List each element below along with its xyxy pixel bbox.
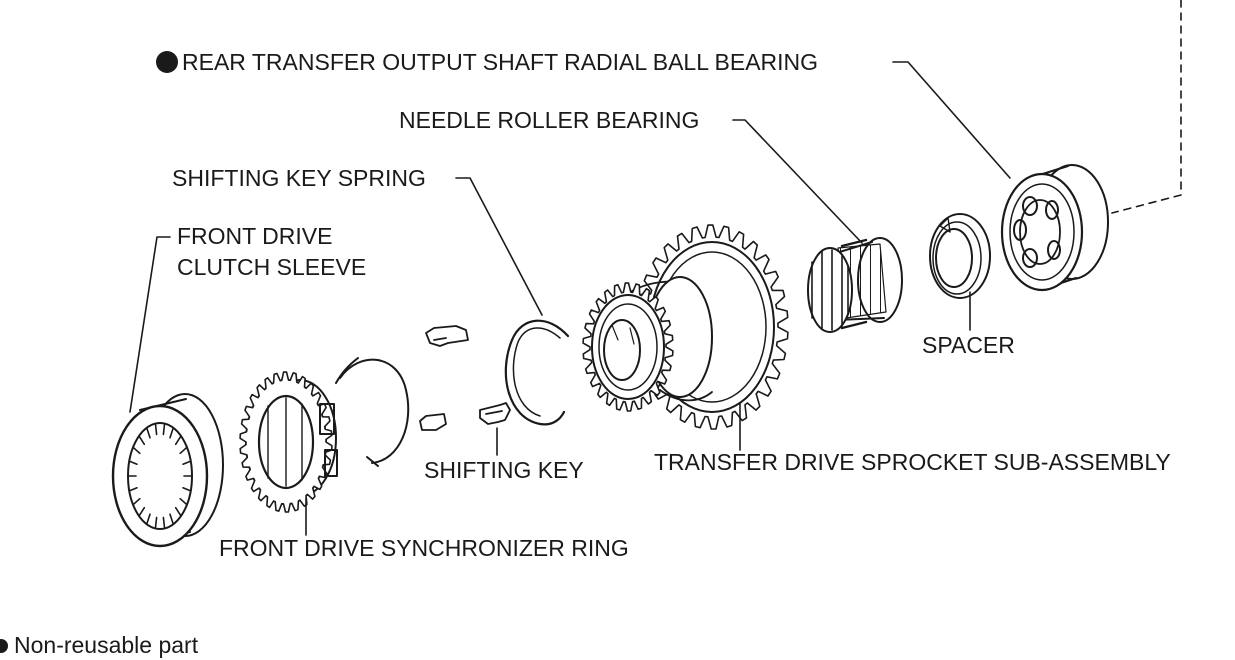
label-rear-ball-bearing-text: REAR TRANSFER OUTPUT SHAFT RADIAL BALL B… [182, 49, 819, 75]
snap-ring-front-part [339, 358, 410, 464]
transfer-drive-sprocket-part [582, 224, 789, 430]
front-drive-clutch-sleeve-part [111, 393, 224, 548]
shifting-key-part [419, 325, 511, 431]
label-front-drive-clutch-sleeve-line1: FRONT DRIVE [177, 223, 333, 249]
front-drive-synchronizer-ring-part [239, 371, 338, 513]
spacer-part [929, 213, 991, 299]
leader-lines [129, 61, 1011, 536]
label-spacer: SPACER [922, 332, 1015, 358]
label-transfer-drive-sprocket: TRANSFER DRIVE SPROCKET SUB-ASSEMBLY [654, 449, 1171, 475]
needle-roller-bearing-part [807, 237, 903, 333]
legend-non-reusable-text: Non-reusable part [14, 632, 199, 658]
leader-rear-bearing [892, 61, 1011, 179]
non-reusable-marker-icon [156, 51, 178, 73]
label-rear-ball-bearing: REAR TRANSFER OUTPUT SHAFT RADIAL BALL B… [156, 47, 818, 77]
shifting-key-spring-part [504, 319, 570, 426]
rear-ball-bearing-part [1000, 164, 1109, 292]
label-shifting-key-spring: SHIFTING KEY SPRING [172, 165, 426, 191]
legend-non-reusable: Non-reusable part [0, 630, 198, 660]
leader-shifting-key-spring [455, 177, 543, 316]
leader-needle-bearing [732, 119, 863, 244]
label-front-drive-clutch-sleeve-line2: CLUTCH SLEEVE [177, 254, 367, 280]
filled-circle-icon [0, 639, 8, 653]
shaft-axis-dashed-line [1111, 0, 1182, 214]
label-front-drive-synchronizer-ring: FRONT DRIVE SYNCHRONIZER RING [219, 535, 629, 561]
label-needle-roller-bearing: NEEDLE ROLLER BEARING [399, 107, 700, 133]
leader-front-drive-clutch-sleeve [129, 236, 171, 413]
label-shifting-key: SHIFTING KEY [424, 457, 584, 483]
